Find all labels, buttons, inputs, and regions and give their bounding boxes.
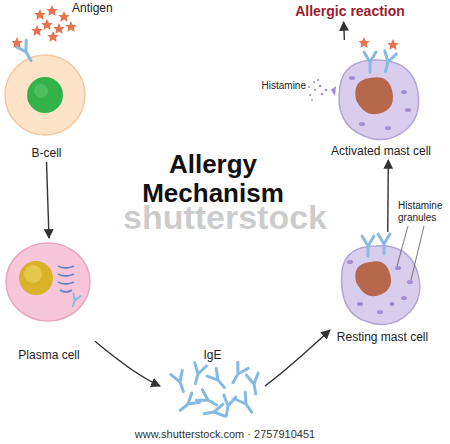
b-cell-node: B-cell [3,40,90,162]
leader-line [397,226,424,280]
activated-mast-cell-drawing [308,37,419,140]
b-cell-drawing [5,37,85,135]
resting-mast-cell-drawing [342,226,424,324]
antigen-label: Antigen [72,1,132,15]
node-label: Allergic reaction [270,2,430,20]
footer-url: www.shutterstock.com · 2757910451 [40,428,410,441]
allergic-reaction-node: Allergic reaction [270,2,430,22]
node-label: IgE [183,348,243,362]
flow-arrow [387,160,389,232]
granules-label: Histamine granules [398,200,448,224]
flow-arrow [95,341,160,386]
histamine-label: Histamine [250,80,306,92]
flow-arrow [265,330,330,386]
flow-arrow [343,22,345,40]
ige-antibodies [171,362,262,419]
plasma-cell-node: Plasma cell [3,238,95,364]
node-label: B-cell [7,146,87,160]
node-label: Activated mast cell [320,144,442,158]
plasma-cell-drawing [6,243,90,321]
resting-mast-cell-node: Resting mast cell [330,232,435,346]
antigen-stars [31,5,76,42]
node-label: Resting mast cell [328,330,438,344]
activated-mast-cell-node: Activated mast cell [320,40,442,160]
ige-node: IgE [160,346,265,426]
node-label: Plasma cell [18,348,80,362]
diagram-title: Allergy Mechanism [133,150,293,208]
flow-arrow [47,162,50,238]
